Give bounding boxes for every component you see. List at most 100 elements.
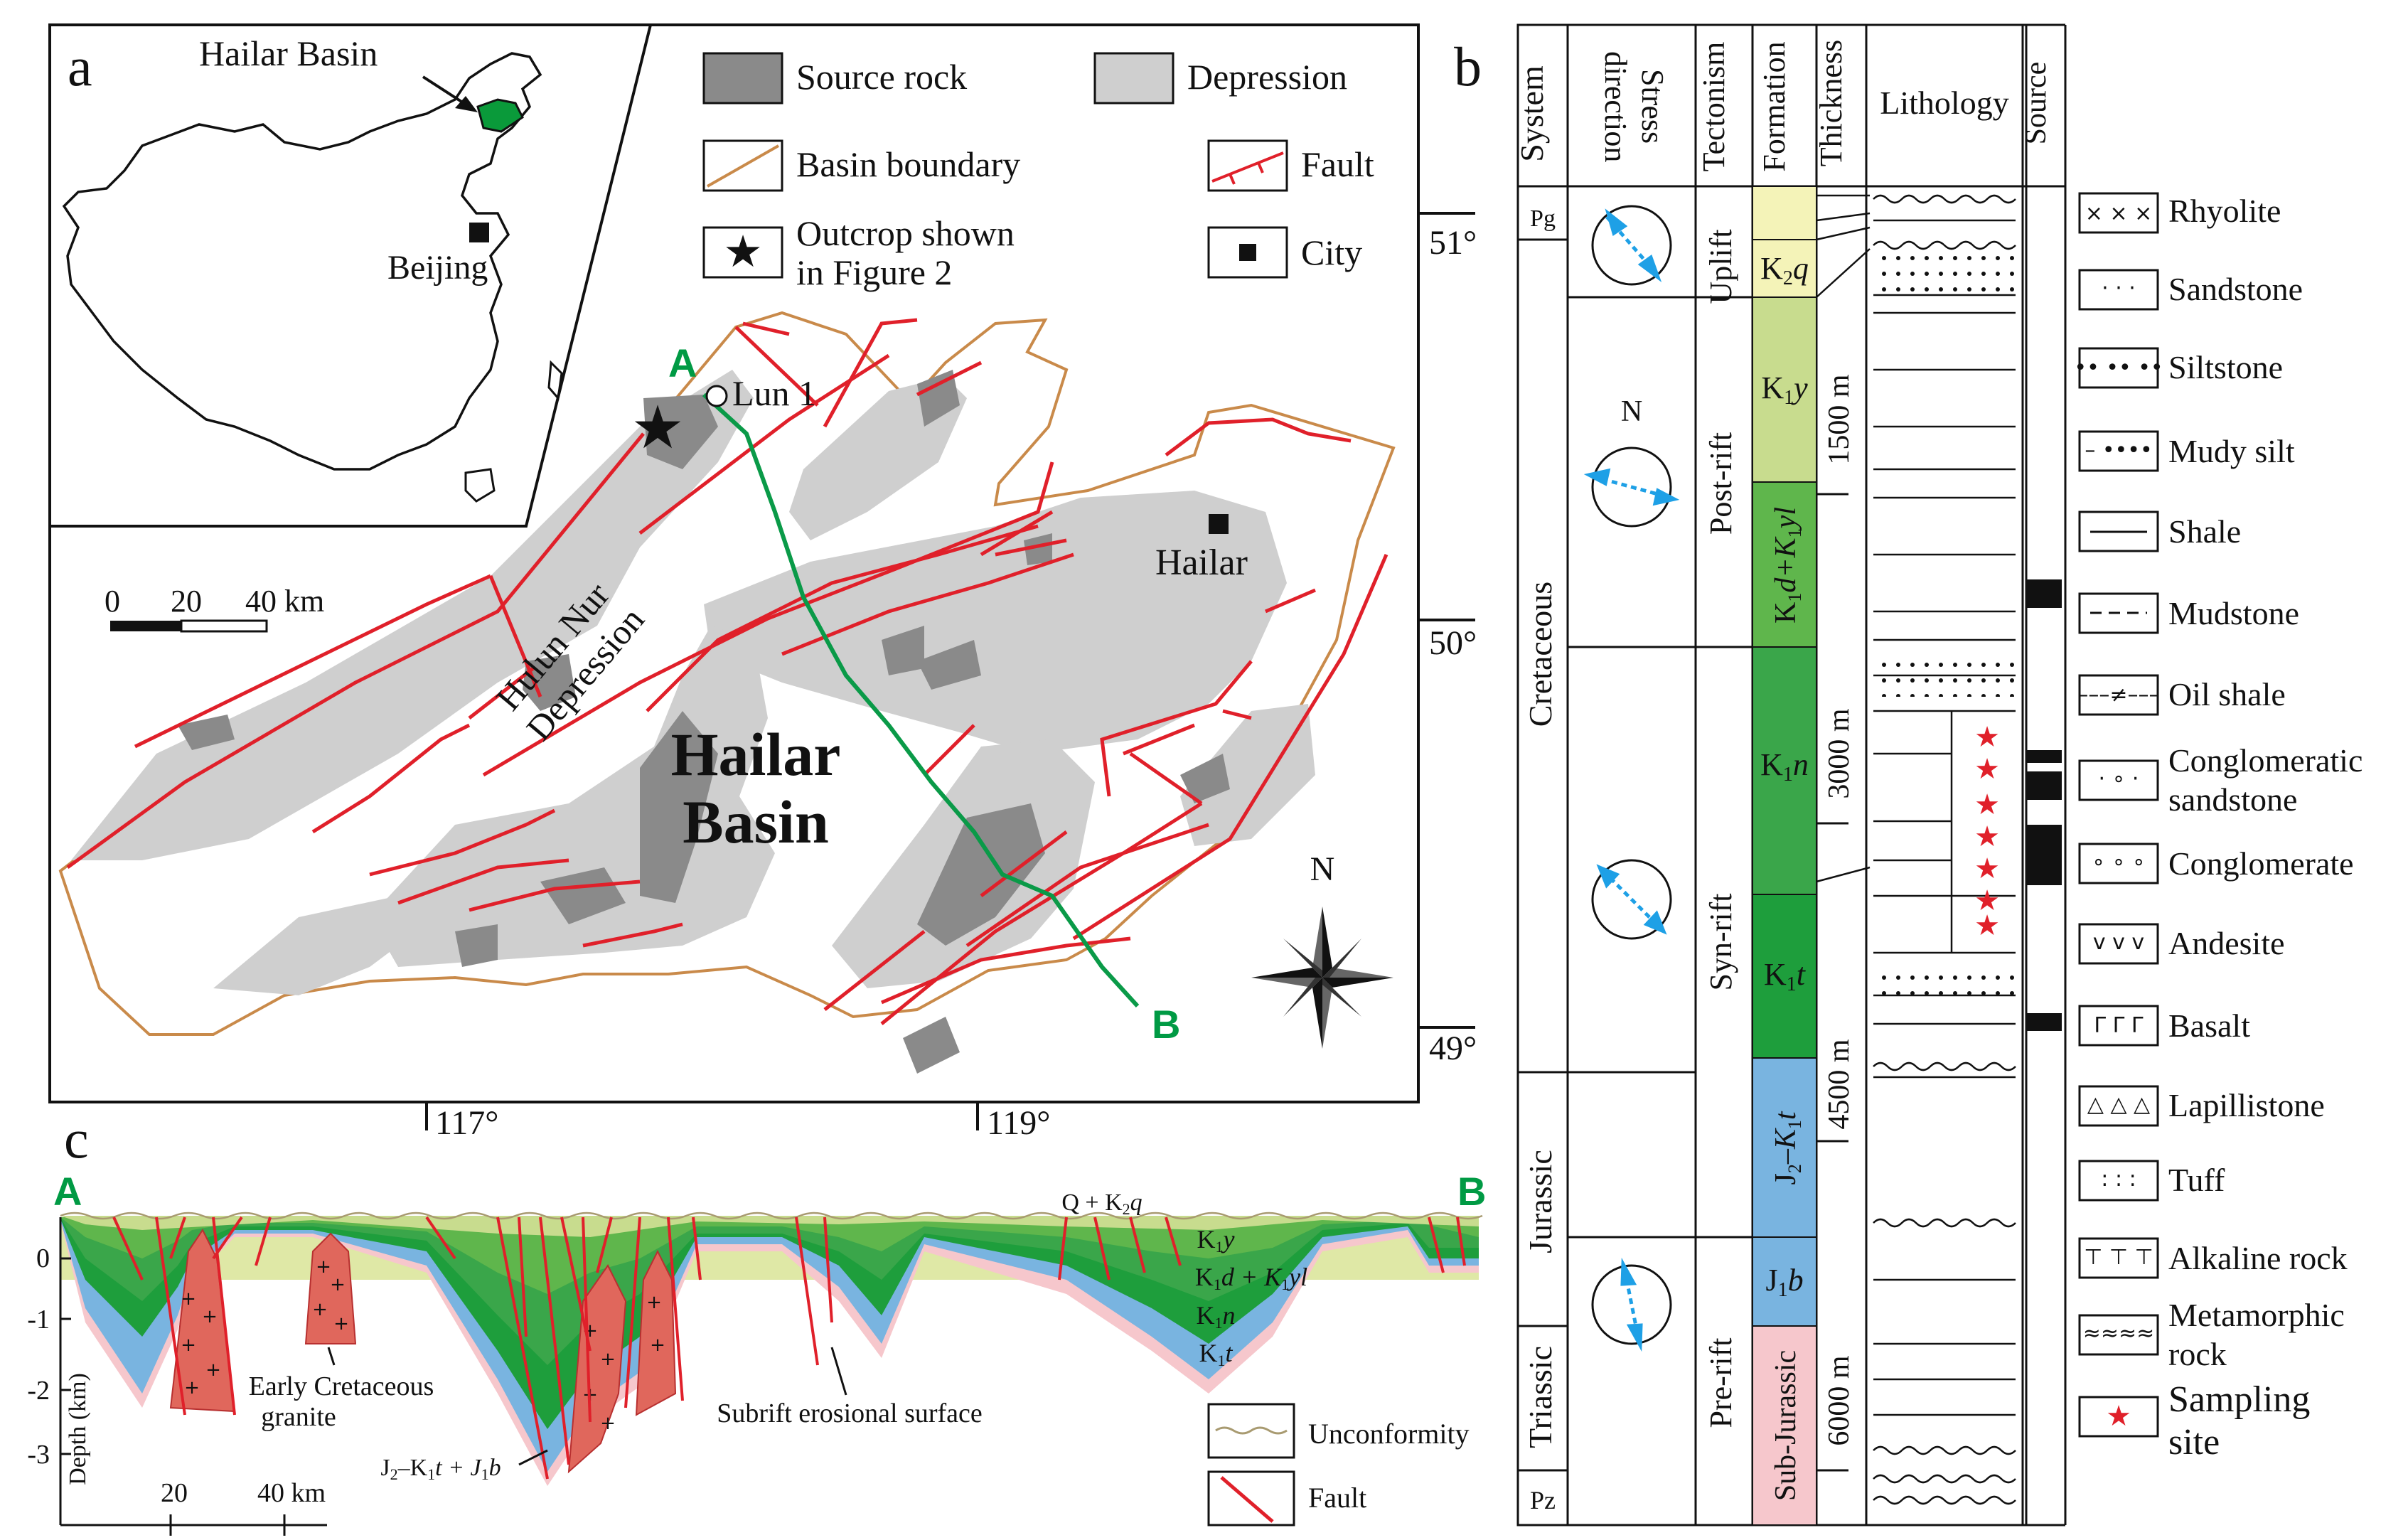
legend-boundary-line — [707, 144, 779, 188]
source-rock-marks — [2026, 579, 2062, 1031]
source-rock-patches — [178, 370, 1230, 1074]
hailar-city-marker — [1209, 514, 1229, 534]
y-tick-0: 0 — [36, 1244, 50, 1273]
system-jurassic: Jurassic — [1522, 1150, 1558, 1253]
rhyolite-icon: × × × — [2085, 201, 2152, 226]
panel-b-label: b — [1454, 36, 1482, 97]
basalt-icon: ᒥ ᒥ ᒥ — [2094, 1013, 2144, 1038]
svg-text:+: + — [316, 1256, 331, 1278]
legend-outcrop-line2: in Figure 2 — [796, 252, 952, 292]
header-stress-box: Stress direction — [1598, 50, 1670, 163]
header-source: Source — [2020, 62, 2053, 145]
section-end-a: A — [53, 1169, 82, 1214]
thickness-6000: 6000 m — [1823, 1355, 1856, 1446]
basin-label-line2: Basin — [683, 788, 829, 856]
lith-siltstone-2 — [1873, 661, 2016, 697]
header-system: System — [1514, 65, 1550, 162]
tectonism-post-rift: Post-rift — [1703, 432, 1738, 535]
svg-text:★: ★ — [1974, 820, 2000, 852]
panel-b: b — [1454, 23, 2362, 1526]
lon-117: 117° — [435, 1104, 498, 1142]
legend-depression: Depression — [1187, 57, 1347, 97]
lithology-legend: × × × · · · •• •• •• – •••• –––≠––– · ∘ … — [2074, 192, 2362, 1463]
legend-fault-line — [1211, 151, 1284, 185]
scale-bar-dark — [110, 621, 181, 631]
legend-source-rock: Source rock — [796, 57, 967, 97]
section-end-b: B — [1457, 1169, 1486, 1214]
formation-k1y — [1752, 296, 1817, 483]
scale-bar-light — [180, 619, 268, 633]
lith-siltstone-3 — [1873, 967, 2016, 995]
formation-j1b — [1752, 1236, 1817, 1327]
thickness-3000: 3000 m — [1823, 708, 1856, 799]
inset-basin-label: Hailar Basin — [199, 33, 378, 73]
legend-city-marker — [1239, 244, 1256, 261]
point-a-label: A — [668, 341, 697, 385]
conglomerate-icon: ∘ ∘ ∘ — [2092, 850, 2145, 875]
system-pz: Pz — [1530, 1486, 1556, 1514]
panel-a-label: a — [68, 36, 92, 97]
svg-text:★: ★ — [1974, 909, 2000, 941]
scale-end: 40 km — [245, 584, 324, 619]
granite-label-line1: Early Cretaceous — [249, 1371, 434, 1401]
legend-city: City — [1301, 232, 1362, 272]
legend-rhyolite: Rhyolite — [2168, 193, 2281, 229]
header-stress: Stress direction — [1598, 50, 1670, 163]
legend-basin-boundary: Basin boundary — [796, 144, 1020, 184]
taiwan-island — [547, 360, 563, 401]
legend-mudstone: Mudstone — [2168, 595, 2299, 631]
svg-text:★: ★ — [1974, 721, 2000, 753]
legend-depression-swatch — [1093, 52, 1174, 105]
legend-tuff: Tuff — [2168, 1162, 2225, 1198]
lon-119: 119° — [987, 1104, 1050, 1142]
legend-fault: Fault — [1301, 144, 1374, 184]
svg-text:+: + — [202, 1306, 218, 1327]
stress-arrows — [1583, 208, 1680, 1352]
legend-basalt: Basalt — [2168, 1007, 2250, 1044]
svg-text:★: ★ — [1974, 884, 2000, 916]
layer-k1n — [60, 1218, 1479, 1365]
thickness-1500: 1500 m — [1823, 374, 1856, 465]
compass-north-label: N — [1310, 850, 1335, 888]
layer-label-k1t: K1t — [1199, 1339, 1233, 1369]
formation-label-k2q: K2q — [1760, 251, 1809, 289]
hailar-basin-location — [476, 98, 524, 133]
scale-mid: 20 — [171, 584, 202, 619]
outcrop-star-icon: ★ — [631, 395, 684, 461]
section-faults — [112, 1216, 1466, 1480]
formation-label-sub-jurassic: Sub-Jurassic — [1770, 1350, 1802, 1501]
svg-text:+: + — [181, 1335, 196, 1356]
header-lithology: Lithology — [1880, 85, 2008, 121]
formation-k1n — [1752, 646, 1817, 895]
header-formation: Formation — [1757, 41, 1792, 171]
legend-sandstone-2: sandstone — [2168, 781, 2297, 818]
panel-c-label: c — [64, 1108, 89, 1170]
tectonism-pre-rift: Pre-rift — [1703, 1337, 1738, 1428]
formation-k1d — [1752, 481, 1817, 648]
scale-zero: 0 — [105, 584, 120, 619]
jb-pointer — [518, 1449, 548, 1466]
formation-label-j1b: J1b — [1765, 1263, 1803, 1301]
panel-a-frame — [48, 23, 1420, 1103]
inset-arrow-head — [455, 96, 478, 112]
y-tick-1: -1 — [27, 1305, 50, 1335]
header-thickness: Thickness — [1814, 40, 1848, 166]
system-pg: Pg — [1530, 205, 1556, 232]
inset-frame — [50, 24, 652, 528]
mudy-silt-icon: – •••• — [2085, 438, 2152, 463]
panel-a-legend: Source rock Depression Basin boundary Fa… — [702, 52, 1374, 292]
alkaline-rock-icon: ⊤ ⊤ ⊤ — [2084, 1245, 2153, 1270]
system-triassic: Triassic — [1522, 1346, 1558, 1448]
panel-c: c A B +++++ ++++ ++++ ++ — [27, 1108, 1486, 1536]
section-scale-mid: 20 — [161, 1478, 188, 1508]
hailar-city-label: Hailar — [1155, 542, 1248, 583]
basin-label-line1: Hailar — [671, 720, 841, 788]
faults — [66, 318, 1388, 1025]
graticule — [425, 212, 1475, 1130]
sampling-site-icon: ★ — [2106, 1400, 2131, 1433]
top-layer-label: Q + K2q — [1061, 1189, 1142, 1218]
conglomeratic-sandstone-icon: · ∘ · — [2099, 766, 2139, 791]
formation-k2q — [1752, 239, 1817, 298]
system-cretaceous: Cretaceous — [1522, 582, 1558, 727]
china-outline — [62, 52, 542, 471]
